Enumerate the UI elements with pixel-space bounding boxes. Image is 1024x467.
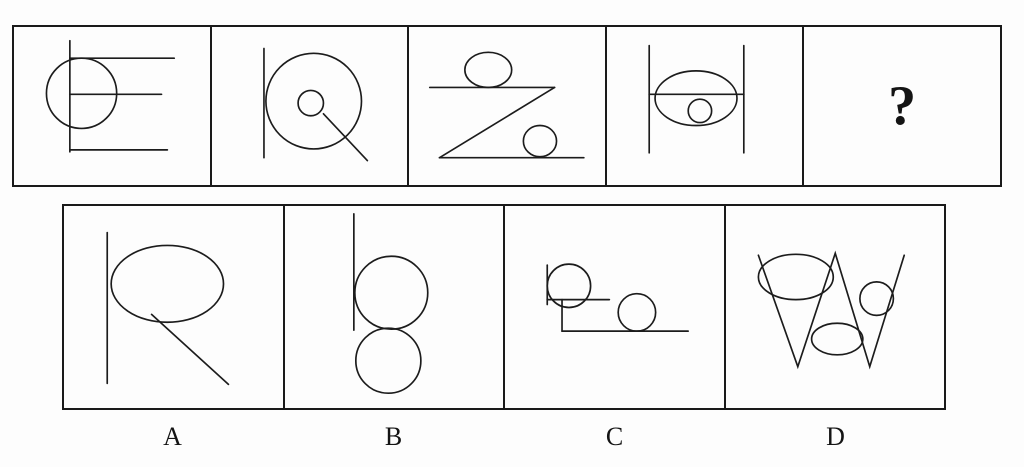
figure-z-with-ellipses bbox=[429, 51, 585, 159]
options-strip bbox=[62, 204, 946, 410]
question-mark: ? bbox=[888, 75, 917, 137]
question-cell-1 bbox=[14, 27, 212, 185]
figure-line-with-two-circles bbox=[352, 213, 429, 395]
figure-steps-with-two-circles bbox=[546, 263, 689, 332]
question-strip: ? bbox=[12, 25, 1002, 187]
option-label-d: D bbox=[826, 422, 845, 451]
option-cell-a[interactable] bbox=[64, 206, 285, 408]
figure-h-with-ellipse bbox=[648, 44, 745, 154]
option-cell-d[interactable] bbox=[726, 206, 945, 408]
option-label-a: A bbox=[163, 422, 182, 451]
option-labels-row: A B C D bbox=[62, 422, 946, 452]
question-cell-3 bbox=[409, 27, 607, 185]
question-cell-4 bbox=[607, 27, 805, 185]
option-label-c: C bbox=[605, 422, 624, 451]
figure-w-with-ellipses bbox=[757, 250, 905, 370]
option-cell-c[interactable] bbox=[505, 206, 726, 408]
option-cell-b[interactable] bbox=[285, 206, 505, 408]
question-cell-unknown: ? bbox=[804, 27, 1000, 185]
option-label-b: B bbox=[384, 422, 403, 451]
figure-e-with-circle bbox=[45, 39, 176, 153]
figure-q-with-inner-circle bbox=[262, 47, 368, 162]
figure-r-with-ellipse bbox=[106, 231, 230, 386]
question-cell-2 bbox=[212, 27, 410, 185]
